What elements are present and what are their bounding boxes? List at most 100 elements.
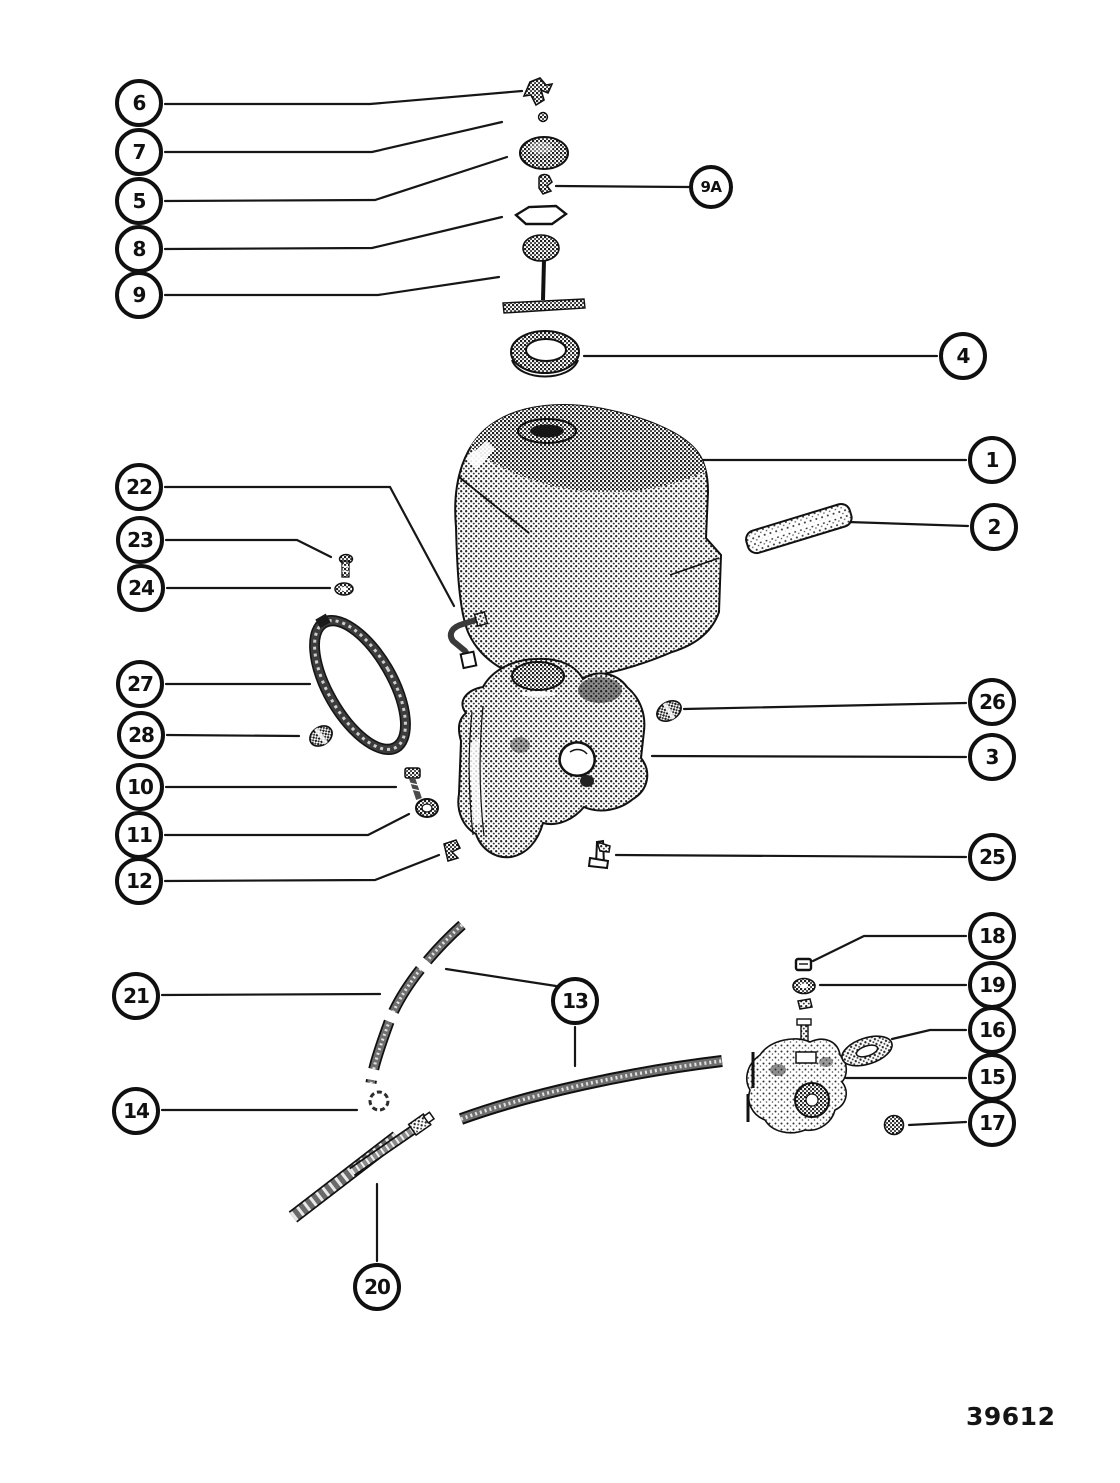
callout-19: 19 (968, 961, 1016, 1009)
sealing-ring-part-11 (415, 798, 439, 818)
callout-16: 16 (968, 1006, 1016, 1054)
leader-22 (163, 485, 456, 608)
callout-9-label: 9 (132, 283, 147, 307)
callout-26-label: 26 (979, 690, 1006, 714)
callout-13: 13 (551, 977, 599, 1025)
leader-9 (163, 275, 501, 297)
callout-24: 24 (117, 564, 165, 612)
callout-10: 10 (116, 763, 164, 811)
upper-fuel-hose-part-21 (365, 920, 466, 1084)
callout-12: 12 (115, 857, 163, 905)
callout-20: 20 (353, 1263, 401, 1311)
leader-28 (165, 733, 301, 738)
callout-10-label: 10 (127, 775, 154, 799)
leader-2 (846, 520, 970, 528)
fuel-line-assembly-part-20 (288, 1111, 436, 1223)
callout-18-label: 18 (979, 924, 1006, 948)
pump-screw-part-10 (404, 767, 422, 800)
leader-11 (163, 812, 411, 837)
filler-cap-part-5 (519, 136, 569, 170)
leader-9a (554, 184, 691, 189)
cap-gasket-part-8 (514, 204, 568, 226)
callout-17: 17 (968, 1099, 1016, 1147)
vent-screw-part-6 (522, 77, 554, 107)
callout-23-label: 23 (127, 528, 154, 552)
callout-15: 15 (968, 1053, 1016, 1101)
callout-14: 14 (112, 1087, 160, 1135)
name-plate-part-2 (745, 502, 853, 555)
lockwasher-part-24 (334, 582, 354, 596)
callout-25: 25 (968, 833, 1016, 881)
small-clip-below-19 (797, 998, 813, 1010)
screw-part-23 (338, 553, 354, 578)
leader-18 (811, 934, 968, 963)
callout-7-label: 7 (132, 140, 147, 164)
callout-26: 26 (968, 678, 1016, 726)
callout-17-label: 17 (979, 1111, 1006, 1135)
clip-part-12 (443, 839, 462, 862)
connector-ring-part-14 (368, 1090, 390, 1112)
callout-25-label: 25 (979, 845, 1006, 869)
callout-4: 4 (939, 332, 987, 380)
callout-6-label: 6 (132, 91, 147, 115)
leader-13a (444, 967, 558, 988)
callout-20-label: 20 (364, 1275, 391, 1299)
callout-27-label: 27 (127, 672, 154, 696)
leader-6 (163, 89, 524, 106)
callout-2-label: 2 (987, 515, 1002, 539)
callout-24-label: 24 (128, 576, 155, 600)
callout-14-label: 14 (123, 1099, 150, 1123)
callout-22-label: 22 (126, 475, 153, 499)
callout-5: 5 (115, 177, 163, 225)
callout-9a-label: 9A (700, 178, 722, 196)
vent-valve-part-9 (502, 234, 586, 314)
callout-8-label: 8 (132, 237, 147, 261)
callout-22: 22 (115, 463, 163, 511)
callout-15-label: 15 (979, 1065, 1006, 1089)
leader-25 (614, 853, 968, 859)
callout-3-label: 3 (985, 745, 1000, 769)
callout-23: 23 (116, 516, 164, 564)
leader-3 (650, 754, 968, 759)
callout-1: 1 (968, 436, 1016, 484)
grommet-part-28 (309, 725, 333, 747)
callout-6: 6 (115, 79, 163, 127)
callout-2: 2 (970, 503, 1018, 551)
callout-4-label: 4 (956, 344, 971, 368)
callout-16-label: 16 (979, 1018, 1006, 1042)
fuel-tank-part-1 (454, 404, 723, 682)
leader-12 (163, 853, 441, 883)
callout-13-label: 13 (562, 989, 589, 1013)
square-nut-part-18 (794, 957, 813, 972)
callout-8: 8 (115, 225, 163, 273)
callout-28: 28 (117, 711, 165, 759)
drawing-number: 39612 (966, 1402, 1056, 1431)
callout-21-label: 21 (123, 984, 150, 1008)
callout-3: 3 (968, 733, 1016, 781)
leader-5 (163, 155, 509, 203)
carburetor-part-15 (746, 1018, 848, 1134)
oval-gasket-part-16 (841, 1035, 893, 1067)
leader-lines (160, 89, 970, 1263)
nut-part-17 (883, 1114, 905, 1136)
leader-23 (164, 538, 333, 559)
callout-18: 18 (968, 912, 1016, 960)
callout-27: 27 (116, 660, 164, 708)
washer-part-19 (792, 977, 816, 995)
callout-12-label: 12 (126, 869, 153, 893)
callout-11-label: 11 (126, 823, 153, 847)
callout-19-label: 19 (979, 973, 1006, 997)
callout-21: 21 (112, 972, 160, 1020)
leader-26 (682, 701, 968, 711)
leader-17 (907, 1120, 968, 1127)
callout-5-label: 5 (132, 189, 147, 213)
leader-7 (163, 120, 504, 154)
fuel-line-clip-part-22 (447, 610, 489, 670)
callout-7: 7 (115, 128, 163, 176)
cap-screw-part-9a (538, 173, 553, 195)
callout-28-label: 28 (128, 723, 155, 747)
callout-1-label: 1 (985, 448, 1000, 472)
long-fuel-hose-part-13 (458, 1055, 723, 1125)
